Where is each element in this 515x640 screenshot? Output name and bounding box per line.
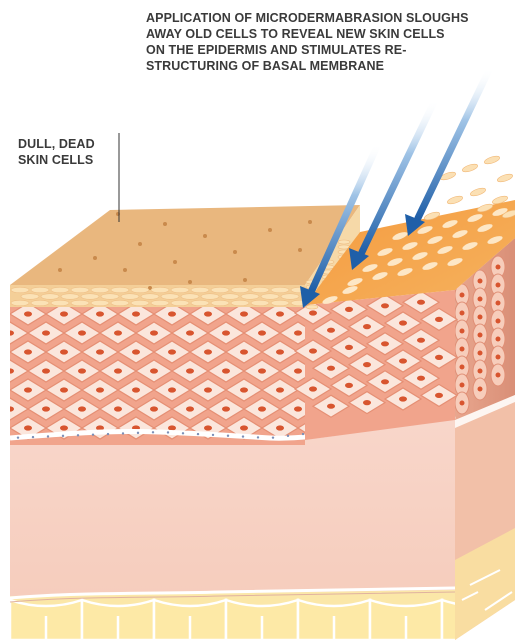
process-line-3: ON THE EPIDERMIS AND STIMULATES RE- [146,42,511,58]
dead-skin-cells-label: DULL, DEAD SKIN CELLS [18,136,128,168]
dead-cells-line-1: DULL, DEAD [18,136,128,152]
side-face [455,238,515,640]
exposed-epidermis-front [295,290,457,440]
process-description-label: APPLICATION OF MICRODERMABRASION SLOUGHS… [146,10,511,74]
dermis-layer [10,418,455,602]
process-line-4: STRUCTURING OF BASAL MEMBRANE [146,58,511,74]
dead-cells-line-2: SKIN CELLS [18,152,128,168]
process-line-1: APPLICATION OF MICRODERMABRASION SLOUGHS [146,10,511,26]
process-line-2: AWAY OLD CELLS TO REVEAL NEW SKIN CELLS [146,26,511,42]
